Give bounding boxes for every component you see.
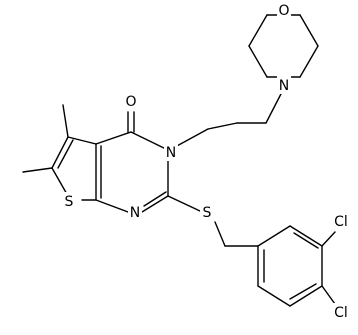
ring-oxygen-label: O	[278, 3, 289, 19]
bond	[167, 195, 201, 212]
bond	[289, 225, 323, 247]
ring-nitrogen-1-label: N	[130, 205, 140, 221]
bond	[299, 45, 319, 78]
bond	[141, 195, 169, 213]
bond	[22, 167, 53, 173]
bond	[321, 285, 336, 305]
bond	[289, 283, 317, 300]
bond	[57, 139, 74, 169]
bond	[51, 136, 69, 169]
carbonyl-oxygen-label: O	[125, 94, 136, 110]
bond	[257, 285, 291, 307]
bond-lines	[22, 14, 336, 307]
morpholine-nitrogen-atom: N	[277, 76, 291, 94]
carbonyl-oxygen-atom: O	[124, 92, 138, 110]
atom-labels: O N O N S N S Cl	[62, 1, 351, 321]
bond	[257, 225, 291, 247]
bond	[51, 167, 69, 197]
thioether-sulfur-label: S	[203, 205, 212, 221]
bond	[95, 131, 132, 145]
chlorine-meta-atom: Cl	[331, 212, 351, 230]
ring-nitrogen-3-atom: N	[164, 143, 178, 161]
thiophene-sulfur-atom: S	[62, 192, 76, 210]
bond	[130, 131, 169, 151]
bond	[214, 221, 226, 247]
thiophene-sulfur-label: S	[65, 194, 74, 210]
ring-nitrogen-1-atom: N	[128, 203, 142, 221]
bond	[143, 191, 167, 207]
thioether-sulfur-atom: S	[200, 203, 214, 221]
bond	[289, 285, 323, 307]
bond	[248, 14, 268, 47]
bond	[321, 231, 336, 247]
bond	[62, 104, 69, 138]
chlorine-meta-label: Cl	[334, 214, 348, 230]
ring-nitrogen-3-label: N	[166, 145, 176, 161]
chlorine-para-atom: Cl	[331, 303, 351, 321]
bond	[299, 14, 319, 47]
ring-oxygen-atom: O	[277, 1, 291, 19]
bond	[207, 122, 238, 130]
bond	[174, 128, 209, 148]
bond	[265, 89, 284, 124]
bond	[67, 136, 97, 145]
bond	[248, 45, 268, 78]
chlorine-para-label: Cl	[334, 305, 348, 321]
bond	[95, 199, 129, 213]
morpholine-nitrogen-label: N	[279, 78, 289, 94]
bond	[293, 232, 319, 249]
